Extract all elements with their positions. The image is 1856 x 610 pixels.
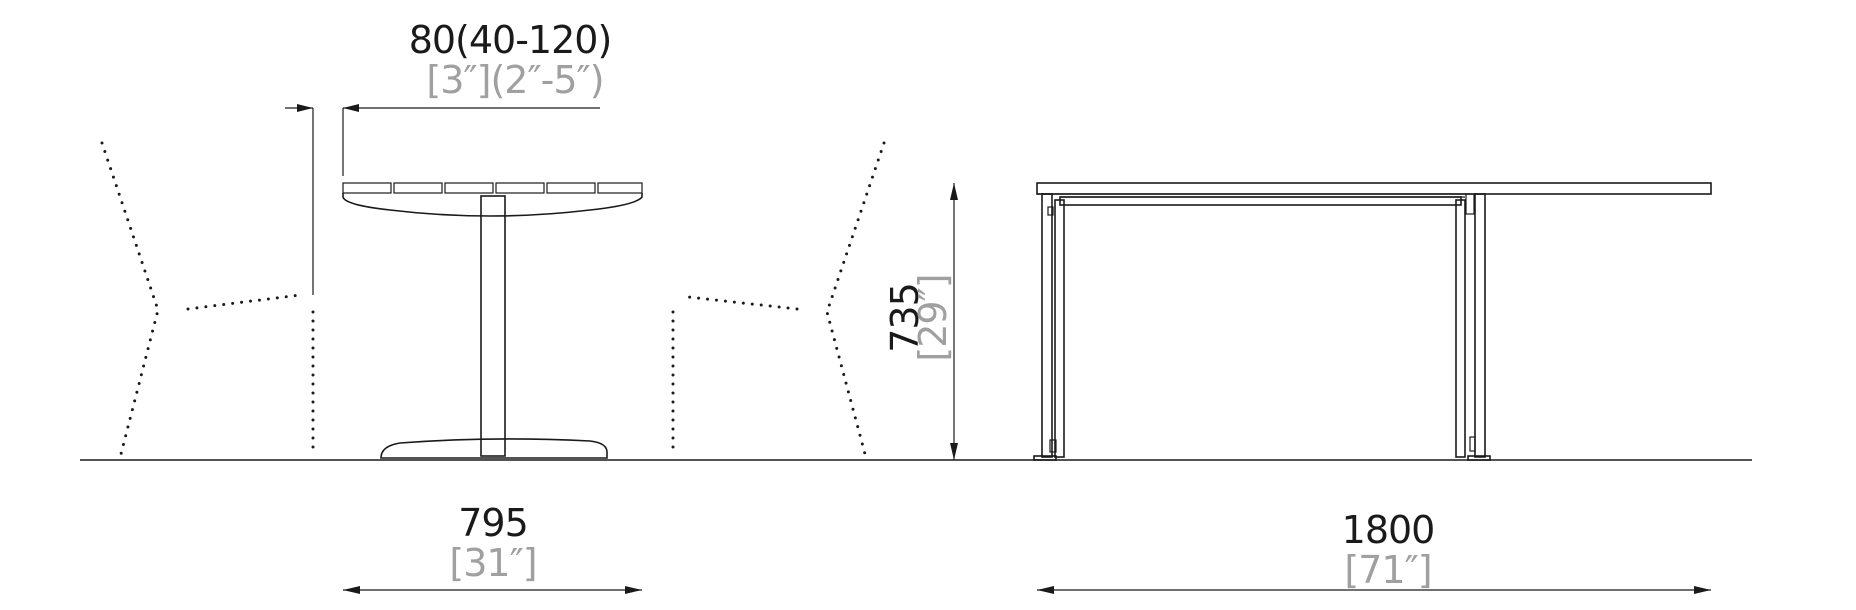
left-leg-outer <box>1041 193 1053 458</box>
height-inch-label: [29″] <box>911 274 955 361</box>
left-leg-inner <box>1054 199 1065 458</box>
chair-left-outline <box>100 141 315 458</box>
right-foot <box>1467 455 1491 461</box>
long-tabletop <box>1036 182 1712 195</box>
overhang-dimension: 80(40-120) [3″](2″-5″) <box>285 18 612 295</box>
length-inch-label: [71″] <box>1344 548 1431 592</box>
depth-mm-label: 795 <box>458 501 528 545</box>
tabletop-slats <box>342 182 643 194</box>
chair-right-outline <box>671 141 886 458</box>
length-dimension: 1800 [71″] <box>1037 508 1711 594</box>
length-mm-label: 1800 <box>1342 508 1435 552</box>
pedestal-column <box>480 195 506 457</box>
pedestal-base <box>380 438 608 459</box>
right-leg-outer <box>1474 193 1486 458</box>
front-view: 1800 [71″] <box>1033 182 1712 594</box>
overhang-inch-label: [3″](2″-5″) <box>426 58 603 102</box>
height-mm-label: 735 <box>883 283 927 353</box>
overhang-mm-label: 80(40-120) <box>409 18 612 62</box>
left-foot <box>1033 455 1057 461</box>
depth-inch-label: [31″] <box>449 541 536 585</box>
depth-dimension: 795 [31″] <box>343 501 642 594</box>
right-leg-inner <box>1455 199 1466 458</box>
frame-rail <box>1059 196 1462 206</box>
side-view: 80(40-120) [3″](2″-5″) 735 [29″] 795 [31… <box>100 18 958 594</box>
tabletop-apron <box>342 193 643 217</box>
height-dimension: 735 [29″] <box>883 183 958 460</box>
